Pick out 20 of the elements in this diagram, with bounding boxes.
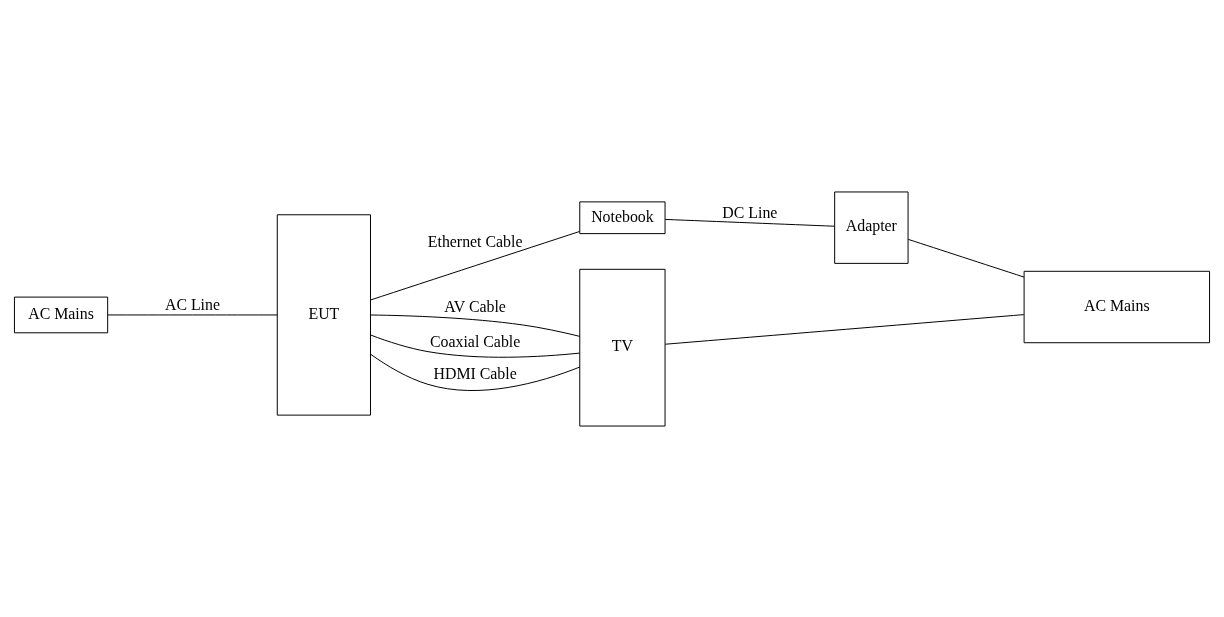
node-box: AC Mains [13, 296, 109, 333]
edge-label: Ethernet Cable [427, 232, 523, 250]
node-box: Notebook [579, 200, 666, 234]
node-box: TV [579, 268, 666, 427]
node-box: AC Mains [1023, 270, 1211, 343]
connector [370, 353, 581, 391]
node-box: Adapter [834, 190, 909, 264]
connector [370, 230, 580, 300]
connector [370, 314, 581, 337]
connector [664, 218, 835, 227]
connector [664, 313, 1025, 345]
edge-label: DC Line [722, 203, 778, 221]
edge-label: HDMI Cable [433, 364, 517, 382]
edge-label: AV Cable [444, 297, 506, 315]
edge-label: AC Line [164, 295, 220, 313]
connector [907, 238, 1025, 278]
connector [107, 313, 278, 315]
connector [370, 334, 581, 358]
edge-label: Coaxial Cable [429, 331, 521, 349]
node-box: EUT [276, 213, 371, 416]
